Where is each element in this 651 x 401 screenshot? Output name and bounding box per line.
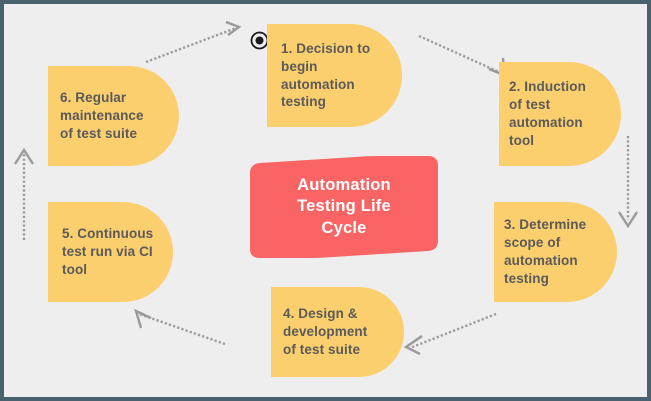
step-node-4[interactable]: 4. Design & development of test suite — [271, 287, 404, 377]
step-node-3[interactable]: 3. Determine scope of automation testing — [494, 202, 617, 302]
arrow-step1-to-step2 — [418, 32, 511, 80]
arrow-step3-to-step4 — [402, 312, 498, 356]
step-node-1[interactable]: 1. Decision to begin automation testing — [267, 24, 402, 127]
step-node-5-label: 5. Continuous test run via CI tool — [62, 226, 154, 277]
diagram-stage: 1. Decision to begin automation testing … — [4, 4, 647, 397]
step-node-2[interactable]: 2. Induction of test automation tool — [499, 62, 621, 166]
arrow-step6-to-step1 — [144, 20, 244, 64]
center-banner-title: Automation Testing Life Cycle — [297, 175, 391, 237]
step-node-6-label: 6. Regular maintenance of test suite — [60, 90, 144, 141]
arrow-step4-to-step5 — [127, 306, 227, 350]
step-node-1-label: 1. Decision to begin automation testing — [281, 40, 371, 110]
arrow-step2-to-step3 — [616, 136, 640, 232]
step-node-3-label: 3. Determine scope of automation testing — [504, 217, 587, 286]
step-node-6[interactable]: 6. Regular maintenance of test suite — [48, 66, 179, 166]
step-node-2-label: 2. Induction of test automation tool — [509, 79, 586, 148]
step-node-5[interactable]: 5. Continuous test run via CI tool — [48, 202, 173, 302]
step-node-4-label: 4. Design & development of test suite — [283, 306, 368, 357]
center-banner: Automation Testing Life Cycle — [250, 156, 438, 258]
arrow-step5-to-step6 — [12, 140, 36, 242]
